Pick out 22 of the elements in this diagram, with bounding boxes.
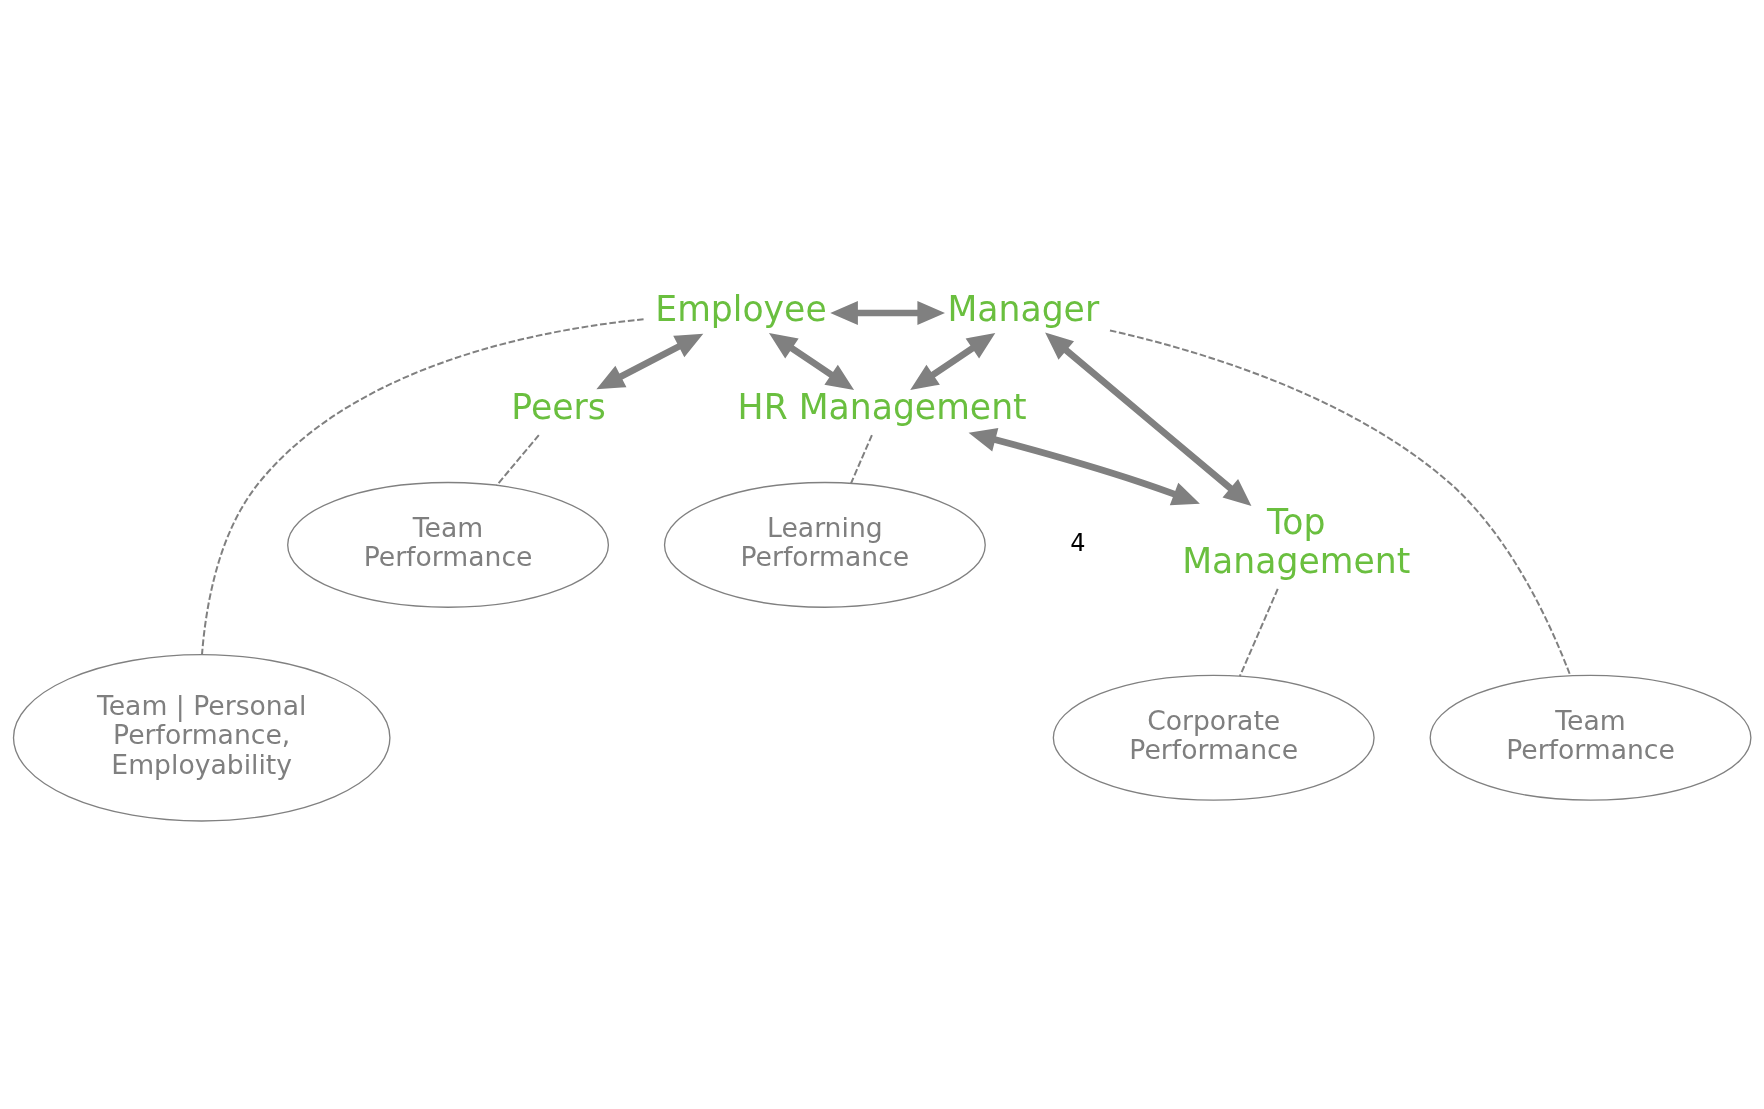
connector xyxy=(495,434,540,487)
node-text: Peers xyxy=(511,386,606,427)
label: 4 xyxy=(1070,528,1086,557)
arrow xyxy=(596,333,704,390)
connector xyxy=(1108,329,1572,677)
arrow xyxy=(910,333,996,391)
node-ellipse: Team Performance xyxy=(287,481,610,608)
node-ellipse: Learning Performance xyxy=(663,481,986,608)
node-ellipse: Corporate Performance xyxy=(1052,674,1375,801)
connector xyxy=(201,318,645,656)
node-text: Top Management xyxy=(1182,501,1411,581)
node-text: Employee xyxy=(655,289,827,330)
arrow xyxy=(830,300,945,326)
node-ellipse: Team | Personal Performance, Employability xyxy=(12,654,391,822)
node-ellipse: Team Performance xyxy=(1429,674,1752,801)
arrow xyxy=(968,428,1200,506)
connector xyxy=(1238,587,1279,678)
node-text: Manager xyxy=(947,289,1100,330)
connector xyxy=(850,434,873,485)
arrow xyxy=(1045,332,1252,506)
arrow xyxy=(768,333,855,391)
node-text: HR Management xyxy=(737,386,1027,427)
